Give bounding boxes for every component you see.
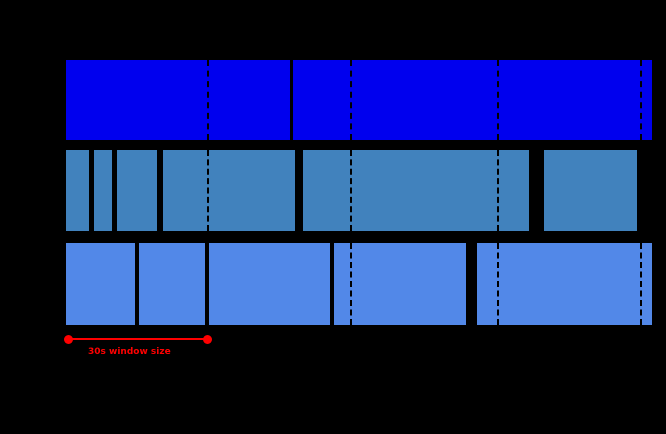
segment-system-a-5[interactable]: [544, 150, 637, 231]
segment-reference-0[interactable]: [66, 60, 290, 140]
segment-system-b-1[interactable]: [139, 243, 205, 325]
segment-system-b-0[interactable]: [66, 243, 135, 325]
segment-system-a-4[interactable]: [303, 150, 529, 231]
timeline-track-system-b[interactable]: [0, 243, 666, 325]
segment-system-a-2[interactable]: [117, 150, 157, 231]
segment-system-b-2[interactable]: [209, 243, 330, 325]
segment-system-a-1[interactable]: [94, 150, 112, 231]
segment-system-b-4[interactable]: [477, 243, 652, 325]
segment-system-a-3[interactable]: [163, 150, 295, 231]
segment-system-b-3[interactable]: [334, 243, 466, 325]
segment-system-a-0[interactable]: [66, 150, 89, 231]
segment-reference-1[interactable]: [293, 60, 652, 140]
timeline-track-reference[interactable]: [0, 60, 666, 140]
timeline-track-system-a[interactable]: [0, 150, 666, 231]
